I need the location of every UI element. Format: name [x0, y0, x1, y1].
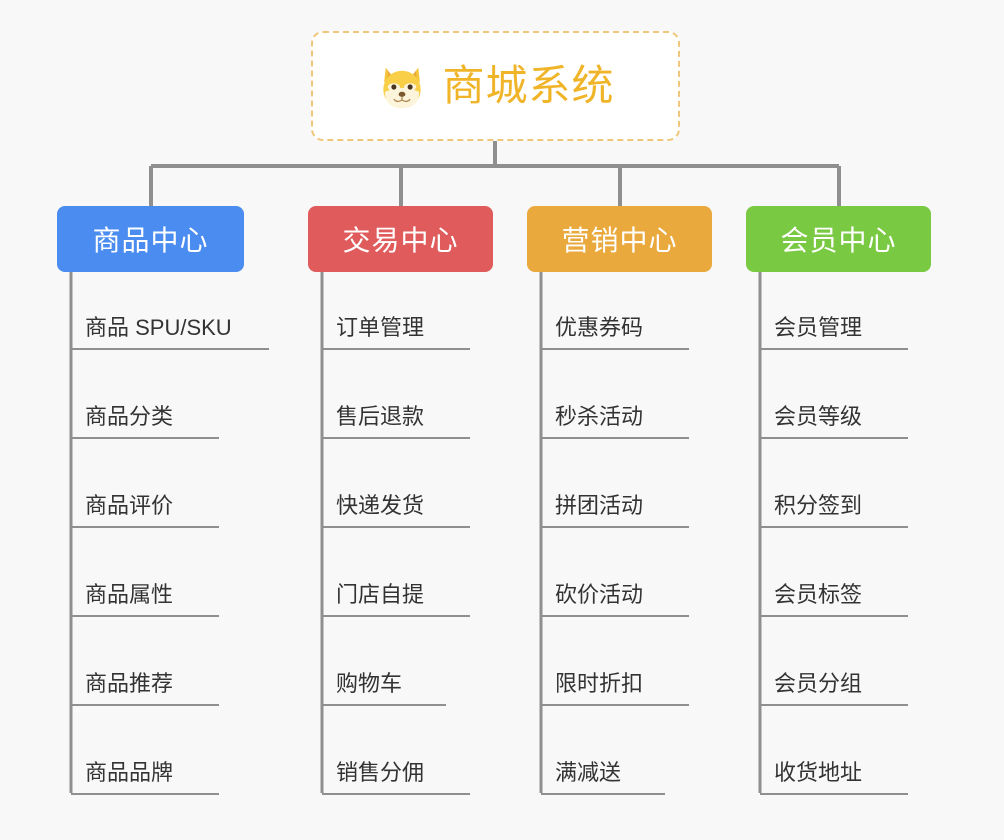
leaf-item[interactable]: 会员分组: [760, 673, 908, 706]
category-label: 营销中心: [561, 225, 678, 256]
category-box-member-center[interactable]: 会员中心: [746, 206, 931, 272]
category-label: 会员中心: [780, 225, 897, 256]
leaf-item[interactable]: 商品 SPU/SKU: [71, 317, 269, 350]
leaf-item-label: 商品推荐: [85, 671, 174, 696]
leaf-item[interactable]: 会员等级: [760, 406, 908, 439]
leaf-item[interactable]: 会员标签: [760, 584, 908, 617]
leaf-item-label: 收货地址: [774, 760, 863, 785]
leaf-item-label: 满减送: [555, 760, 622, 785]
leaf-item-label: 商品品牌: [85, 760, 174, 785]
leaf-item[interactable]: 砍价活动: [541, 584, 689, 617]
leaf-item[interactable]: 商品评价: [71, 495, 219, 528]
leaf-item[interactable]: 门店自提: [322, 584, 470, 617]
category-box-marketing-center[interactable]: 营销中心: [527, 206, 712, 272]
leaf-item-label: 优惠券码: [555, 315, 644, 340]
leaf-item-label: 商品评价: [85, 493, 174, 518]
leaf-item-label: 会员标签: [774, 582, 863, 607]
leaf-item[interactable]: 售后退款: [322, 406, 470, 439]
leaf-item[interactable]: 满减送: [541, 762, 665, 795]
leaf-item-label: 会员分组: [774, 671, 863, 696]
leaf-item[interactable]: 商品品牌: [71, 762, 219, 795]
category-box-trade-center[interactable]: 交易中心: [308, 206, 493, 272]
category-label: 交易中心: [342, 225, 459, 256]
leaf-item-label: 砍价活动: [555, 582, 644, 607]
category-label: 商品中心: [92, 225, 209, 256]
leaf-item[interactable]: 拼团活动: [541, 495, 689, 528]
leaf-item[interactable]: 秒杀活动: [541, 406, 689, 439]
dog-face-icon: [376, 61, 428, 113]
leaf-item-label: 售后退款: [336, 404, 425, 429]
leaf-item[interactable]: 商品属性: [71, 584, 219, 617]
root-title: 商城系统: [442, 62, 615, 109]
leaf-item-label: 门店自提: [336, 582, 425, 607]
leaf-item-label: 商品属性: [85, 582, 174, 607]
leaf-item[interactable]: 限时折扣: [541, 673, 689, 706]
leaf-item[interactable]: 会员管理: [760, 317, 908, 350]
leaf-item[interactable]: 收货地址: [760, 762, 908, 795]
leaf-item-label: 快递发货: [336, 493, 425, 518]
leaf-item[interactable]: 商品推荐: [71, 673, 219, 706]
leaf-item[interactable]: 购物车: [322, 673, 446, 706]
root-node[interactable]: 商城系统: [311, 31, 680, 141]
category-box-product-center[interactable]: 商品中心: [57, 206, 244, 272]
leaf-item[interactable]: 订单管理: [322, 317, 470, 350]
leaf-item-label: 限时折扣: [555, 671, 644, 696]
leaf-item[interactable]: 优惠券码: [541, 317, 689, 350]
leaf-item-label: 销售分佣: [336, 760, 425, 785]
leaf-item[interactable]: 商品分类: [71, 406, 219, 439]
leaf-item[interactable]: 销售分佣: [322, 762, 470, 795]
leaf-item-label: 购物车: [336, 671, 403, 696]
leaf-item-label: 秒杀活动: [555, 404, 644, 429]
leaf-item[interactable]: 快递发货: [322, 495, 470, 528]
leaf-item[interactable]: 积分签到: [760, 495, 908, 528]
leaf-item-label: 会员等级: [774, 404, 863, 429]
leaf-item-label: 商品分类: [85, 404, 174, 429]
leaf-item-label: 订单管理: [336, 315, 425, 340]
leaf-item-label: 积分签到: [774, 493, 863, 518]
leaf-item-label: 拼团活动: [555, 493, 644, 518]
leaf-item-label: 商品 SPU/SKU: [85, 315, 232, 340]
leaf-item-label: 会员管理: [774, 315, 863, 340]
